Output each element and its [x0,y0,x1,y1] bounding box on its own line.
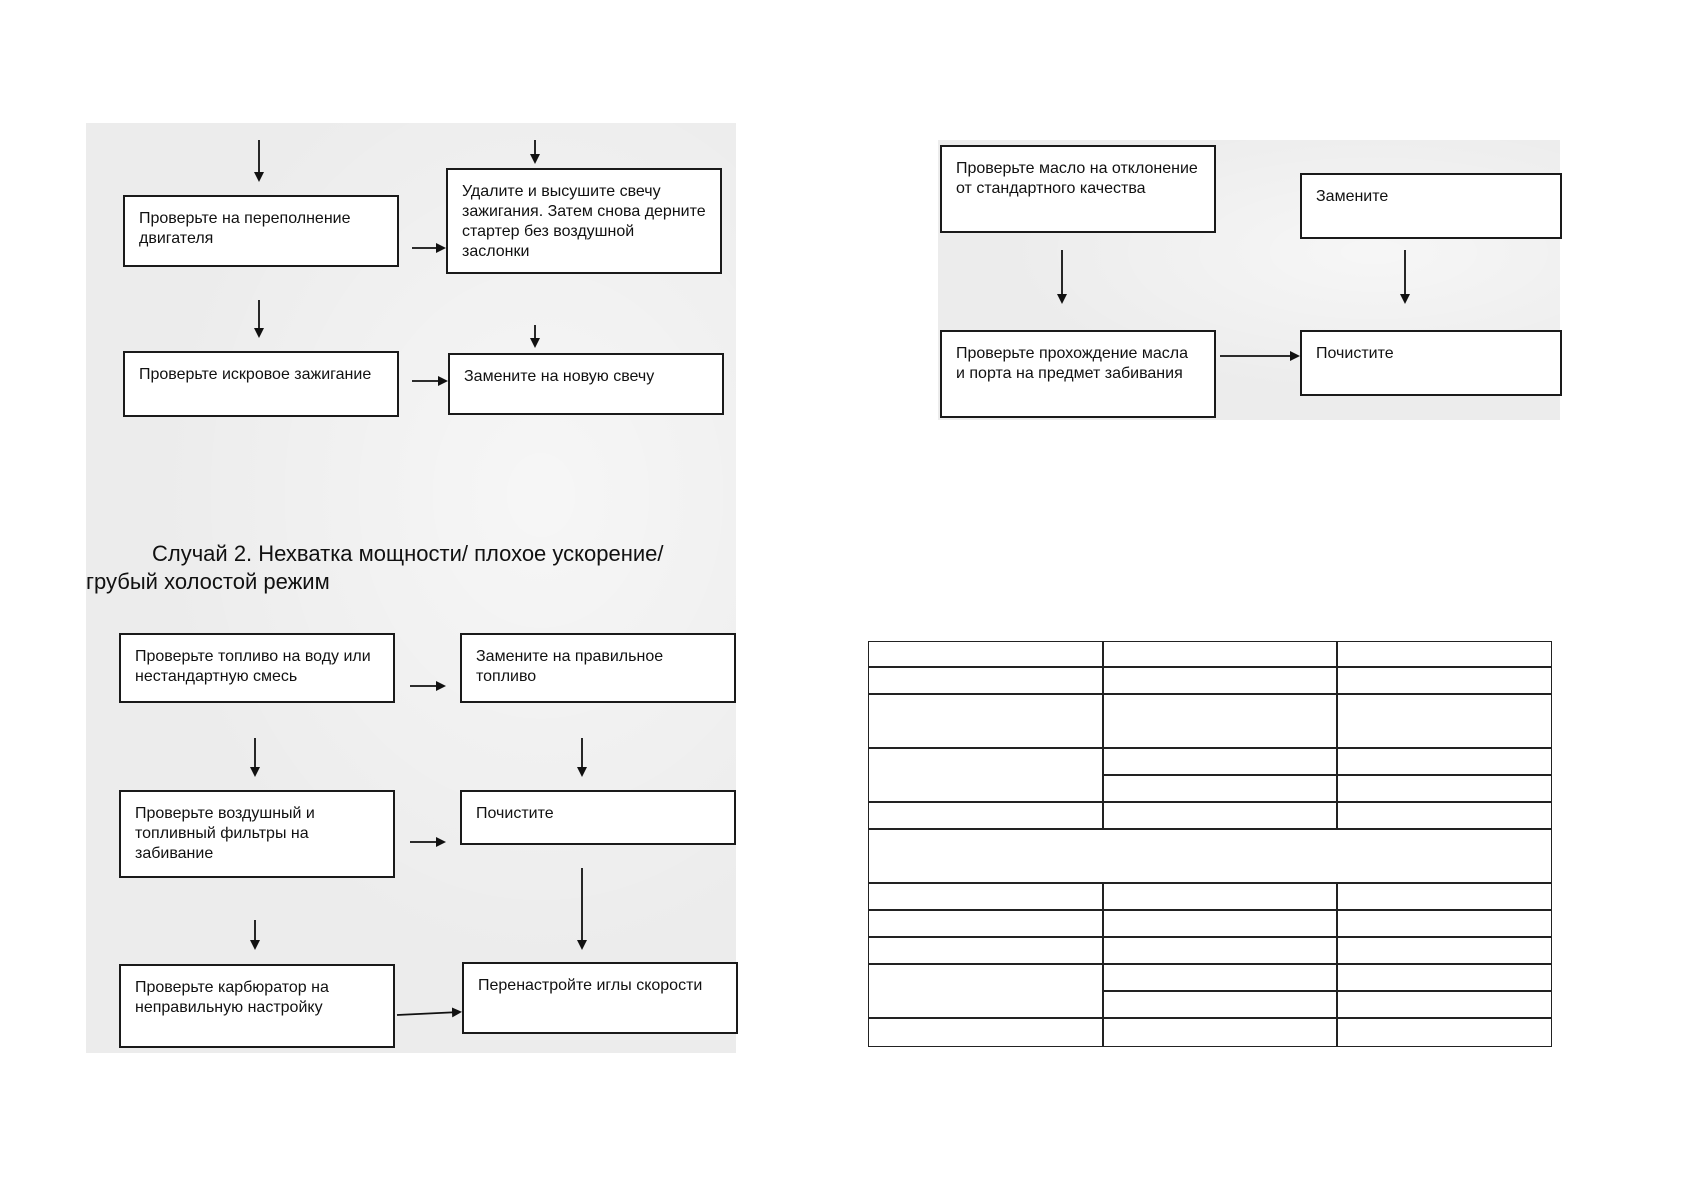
flow-box-check-oil-passage: Проверьте прохождение масла и порта на п… [940,330,1216,418]
left-scan-background [86,123,736,1053]
box-text: Проверьте масло на отклонение от стандар… [956,160,1198,197]
table-cell [1102,882,1338,911]
table-cell [1102,747,1338,776]
table-cell [1102,774,1338,803]
box-text: Проверьте карбюратор на неправильную нас… [135,979,329,1016]
flow-box-remove-dry-plug: Удалите и высушите свечу зажигания. Зате… [446,168,722,274]
flow-box-check-fuel: Проверьте топливо на воду или нестандарт… [119,633,395,703]
flow-box-check-engine-flooding: Проверьте на переполнение двигателя [123,195,399,267]
case2-heading: Случай 2. Нехватка мощности/ плохое уско… [86,541,664,594]
table-cell [868,963,1104,1019]
box-text: Проверьте воздушный и топливный фильтры … [135,805,315,862]
flow-box-check-carburetor: Проверьте карбюратор на неправильную нас… [119,964,395,1048]
table-cell [868,666,1104,695]
table-cell [1102,963,1338,992]
table-cell [1336,641,1552,668]
flow-box-check-oil: Проверьте масло на отклонение от стандар… [940,145,1216,233]
table-cell [1336,963,1552,992]
table-cell [868,936,1104,965]
table-cell [1336,747,1552,776]
table-cell [1336,909,1552,938]
table-cell [1336,990,1552,1019]
box-text: Проверьте на переполнение двигателя [139,210,351,247]
table-cell [868,747,1104,803]
box-text: Проверьте топливо на воду или нестандарт… [135,648,371,685]
box-text: Почистите [1316,345,1394,362]
table-cell [868,641,1104,668]
table-cell [1336,801,1552,830]
table-cell [1336,882,1552,911]
table-cell [1102,801,1338,830]
table-cell [1102,693,1338,749]
table-cell [868,1017,1104,1047]
table-cell [1102,936,1338,965]
flow-box-replace-fuel: Замените на правильное топливо [460,633,736,703]
table-cell [868,909,1104,938]
box-text: Замените на правильное топливо [476,648,664,685]
table-cell [1102,666,1338,695]
box-text: Удалите и высушите свечу зажигания. Зате… [462,183,706,260]
table-cell [1336,774,1552,803]
box-text: Замените на новую свечу [464,368,655,385]
table-cell [1336,1017,1552,1047]
table-cell [1102,909,1338,938]
table-cell [1102,641,1338,668]
table-cell [868,882,1104,911]
table-cell [868,801,1104,830]
table-cell [868,693,1104,749]
arrow-right [396,1007,462,1018]
flow-box-check-spark: Проверьте искровое зажигание [123,351,399,417]
flow-box-check-filters: Проверьте воздушный и топливный фильтры … [119,790,395,878]
table-cell [868,828,1552,884]
table-cell [1336,693,1552,749]
flow-box-clean-filters: Почистите [460,790,736,845]
box-text: Замените [1316,188,1389,205]
flow-box-readjust-needles: Перенастройте иглы скорости [462,962,738,1034]
flow-box-replace-plug: Замените на новую свечу [448,353,724,415]
table-cell [1336,666,1552,695]
table-cell [1102,990,1338,1019]
table-cell [1336,936,1552,965]
flow-box-replace-oil: Замените [1300,173,1562,239]
box-text: Проверьте искровое зажигание [139,366,372,383]
box-text: Почистите [476,805,554,822]
box-text: Перенастройте иглы скорости [478,977,703,994]
empty-table [868,641,1552,1047]
box-text: Проверьте прохождение масла и порта на п… [956,345,1188,382]
flow-box-clean-port: Почистите [1300,330,1562,396]
table-cell [1102,1017,1338,1047]
